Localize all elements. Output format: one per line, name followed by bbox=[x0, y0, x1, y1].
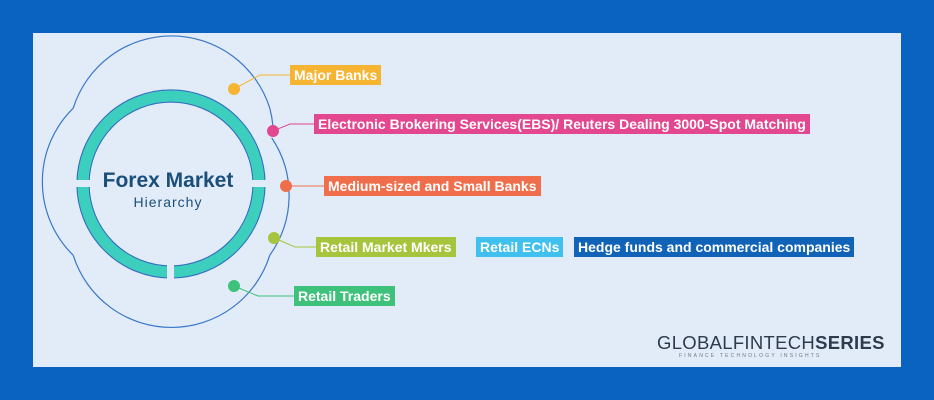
level-dot-3 bbox=[280, 180, 292, 192]
label-retail-market-makers: Retail Market Mkers bbox=[316, 237, 456, 257]
label-ebs-reuters: Electronic Brokering Services(EBS)/ Reut… bbox=[314, 114, 810, 134]
ring-gap-bottom bbox=[167, 263, 174, 283]
level-dot-5 bbox=[228, 280, 240, 292]
label-medium-small-banks: Medium-sized and Small Banks bbox=[324, 176, 541, 196]
ring-gap-left bbox=[76, 180, 96, 187]
outer-arc bbox=[269, 108, 274, 126]
brand-name: GLOBALFINTECHSERIES bbox=[657, 333, 885, 353]
connector-line bbox=[273, 237, 316, 248]
diagram-panel bbox=[33, 33, 901, 367]
ring-gap-right bbox=[246, 180, 266, 187]
level-dot-1 bbox=[228, 83, 240, 95]
label-retail-ecns: Retail ECNs bbox=[476, 237, 564, 257]
title-line-1: Forex Market bbox=[102, 169, 234, 192]
label-major-banks: Major Banks bbox=[290, 65, 382, 85]
level-dot-4 bbox=[268, 232, 280, 244]
level-dot-2 bbox=[267, 125, 279, 137]
outer-arc bbox=[72, 255, 271, 328]
connector-line bbox=[233, 285, 294, 297]
outer-arc bbox=[72, 35, 271, 109]
brand-logo: GLOBALFINTECHSERIES FINANCE TECHNOLOGY I… bbox=[657, 333, 885, 360]
connector-line bbox=[233, 74, 290, 90]
brand-name-regular: GLOBALFINTECH bbox=[657, 332, 816, 353]
connector-line bbox=[272, 123, 314, 132]
diagram-title: Forex Market Hierarchy bbox=[68, 168, 268, 210]
brand-name-bold: SERIES bbox=[815, 332, 885, 353]
label-retail-traders: Retail Traders bbox=[294, 286, 395, 306]
outer-arc bbox=[41, 107, 74, 256]
title-line-2: Hierarchy bbox=[133, 194, 203, 210]
brand-tagline: FINANCE TECHNOLOGY INSIGHTS bbox=[679, 353, 822, 359]
label-hedge-funds: Hedge funds and commercial companies bbox=[574, 237, 855, 257]
